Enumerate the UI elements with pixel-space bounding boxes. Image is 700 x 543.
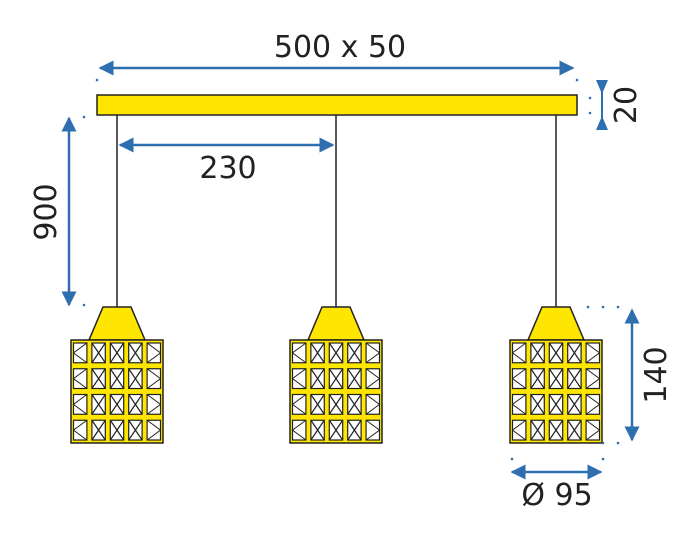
shade-height-label: 140 bbox=[639, 346, 674, 403]
ceiling-bar bbox=[96, 94, 578, 116]
shade-left bbox=[70, 306, 164, 444]
bar-height-label: 20 bbox=[609, 86, 644, 124]
shade-diameter-label: Ø 95 bbox=[521, 478, 592, 513]
shade-right bbox=[509, 306, 603, 444]
cable-length-label: 900 bbox=[29, 183, 64, 240]
spacing-label: 230 bbox=[199, 151, 256, 186]
bar-size-label: 500 x 50 bbox=[274, 30, 406, 65]
shade-center bbox=[289, 306, 383, 444]
